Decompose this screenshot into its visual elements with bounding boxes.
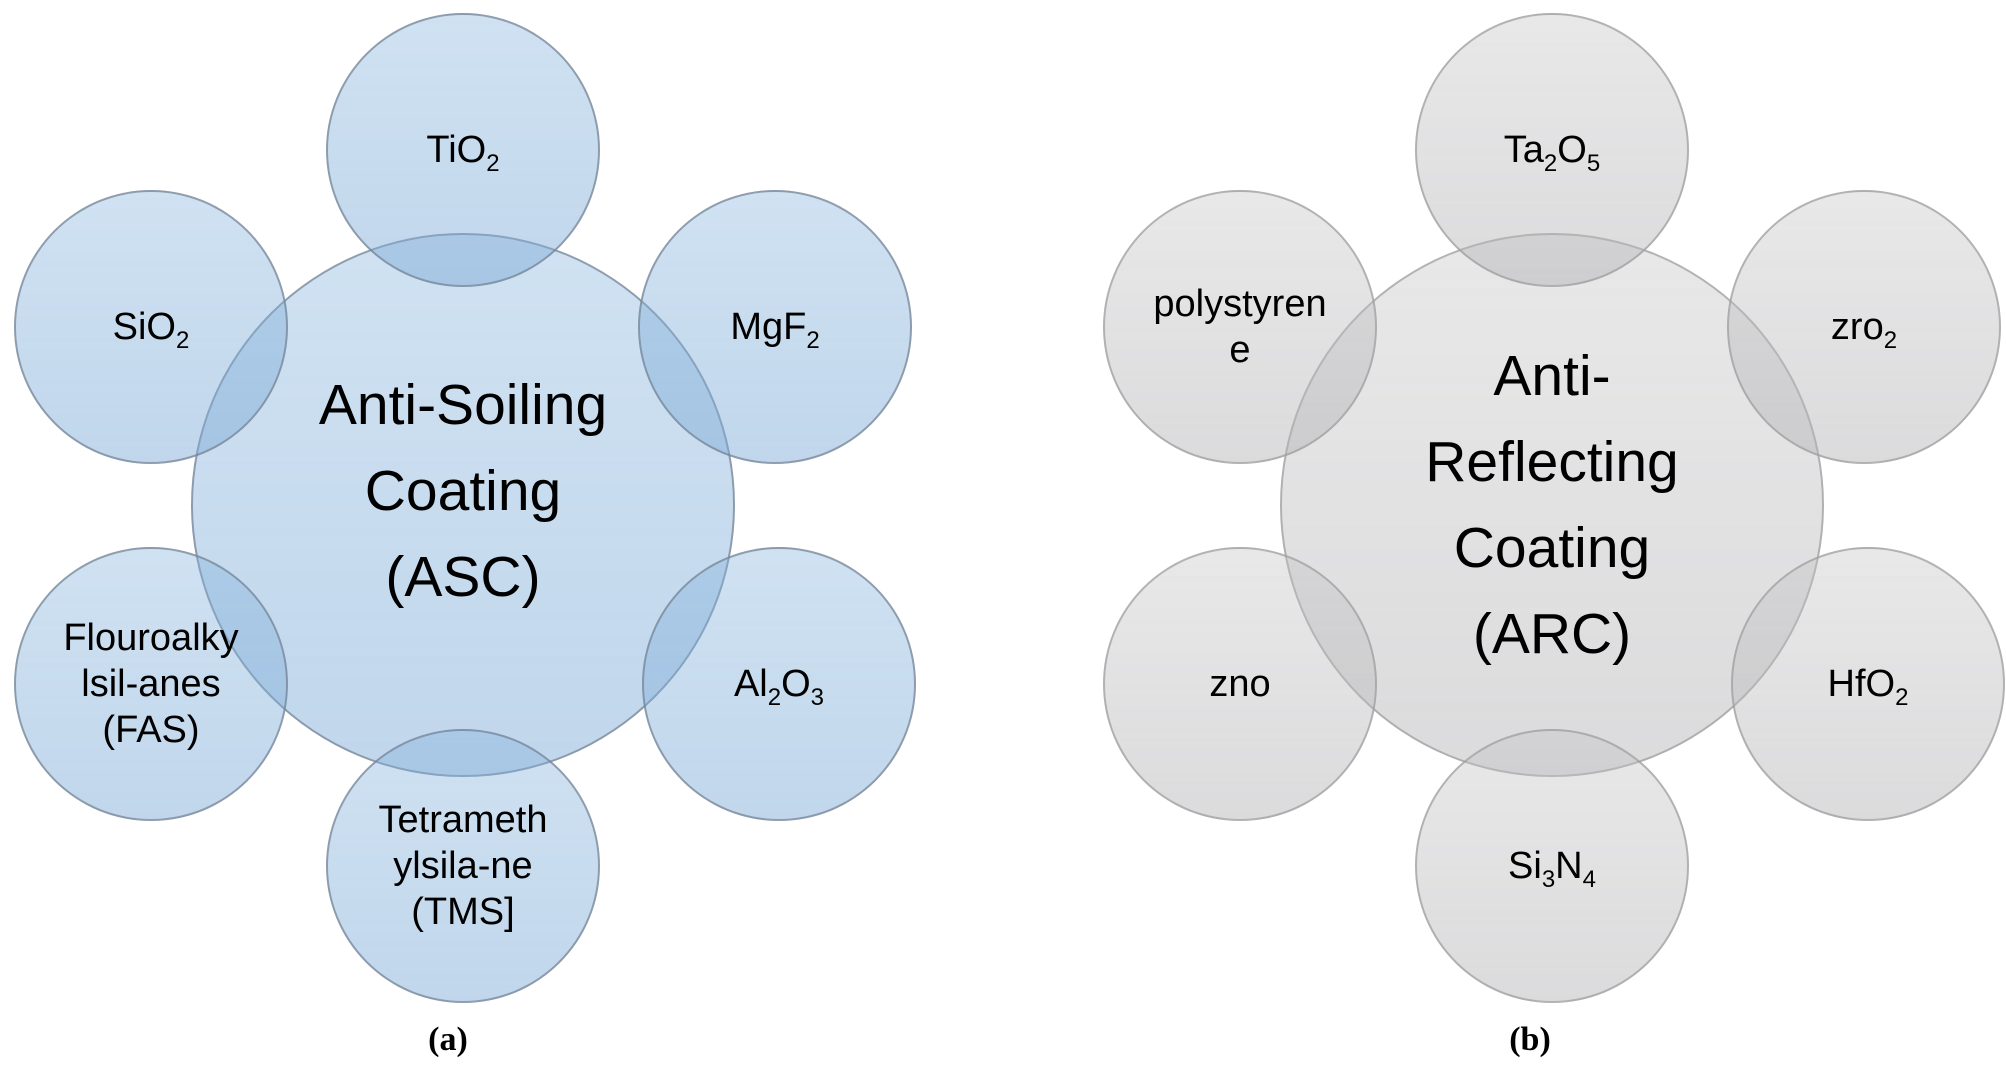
satellite-ta2o5: Ta2O5 <box>1415 13 1689 287</box>
satellite-ta2o5-label: Ta2O5 <box>1503 129 1601 177</box>
satellite-al2o3: Al2O3 <box>642 547 916 821</box>
satellite-tio2-label: TiO2 <box>426 129 500 177</box>
satellite-hfo2-label: HfO2 <box>1827 663 1909 711</box>
satellite-sio2-label: SiO2 <box>112 306 190 354</box>
satellite-zno: zno <box>1103 547 1377 821</box>
panel-b-caption: (b) <box>1509 1021 1551 1058</box>
satellite-si3n4: Si3N4 <box>1415 729 1689 1003</box>
satellite-sio2: SiO2 <box>14 190 288 464</box>
satellite-hfo2: HfO2 <box>1731 547 2005 821</box>
satellite-tio2: TiO2 <box>326 13 600 287</box>
satellite-mgf2-label: MgF2 <box>730 306 820 354</box>
satellite-al2o3-label: Al2O3 <box>733 663 825 711</box>
satellite-si3n4-label: Si3N4 <box>1508 845 1596 893</box>
satellite-zro2: zro2 <box>1727 190 2001 464</box>
satellite-zno-label: zno <box>1209 663 1271 705</box>
satellite-zro2-label: zro2 <box>1830 306 1898 354</box>
panel-a-caption: (a) <box>428 1021 468 1058</box>
satellite-mgf2: MgF2 <box>638 190 912 464</box>
